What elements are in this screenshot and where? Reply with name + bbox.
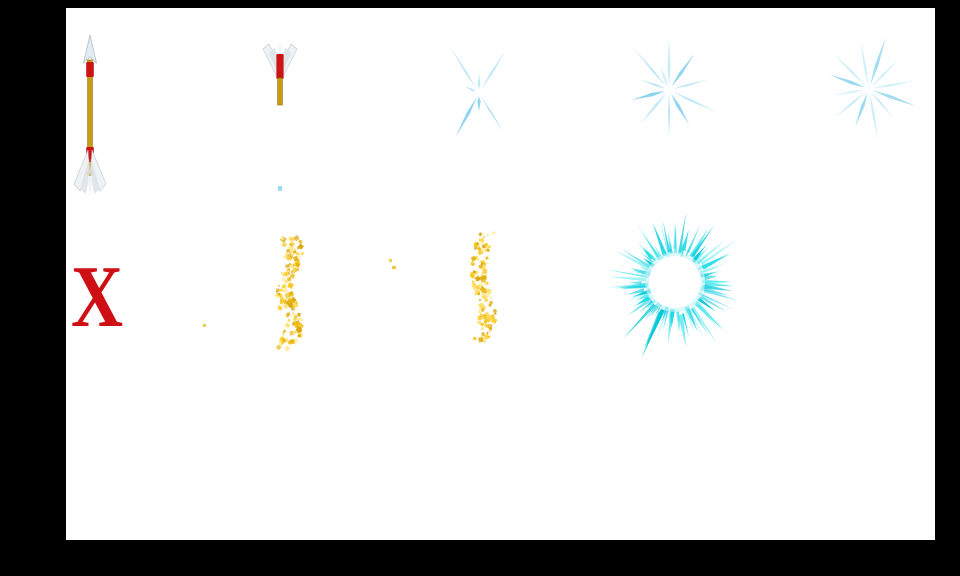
stuck-arrow-band [276, 54, 284, 79]
fletching-tail [87, 176, 93, 197]
sparkle-sprite-1 [449, 46, 506, 138]
sparkle-sprite-2 [632, 38, 717, 138]
arrow-long-sprite [73, 34, 107, 197]
fletching-left-inner [80, 158, 90, 194]
sparkle-sprite-3 [829, 36, 916, 141]
arrow-stuck-sprite [262, 41, 298, 106]
stuck-arrow-shaft [277, 77, 283, 106]
fletching-right-inner [90, 158, 100, 194]
canvas-background [66, 8, 935, 540]
cyan-burst-sprite [604, 212, 738, 358]
stray-specks [203, 186, 396, 327]
arrowhead [82, 34, 98, 65]
red-x-mark: X [71, 248, 123, 345]
flame-sprite-1 [274, 234, 305, 352]
arrow-band-top [86, 62, 94, 77]
